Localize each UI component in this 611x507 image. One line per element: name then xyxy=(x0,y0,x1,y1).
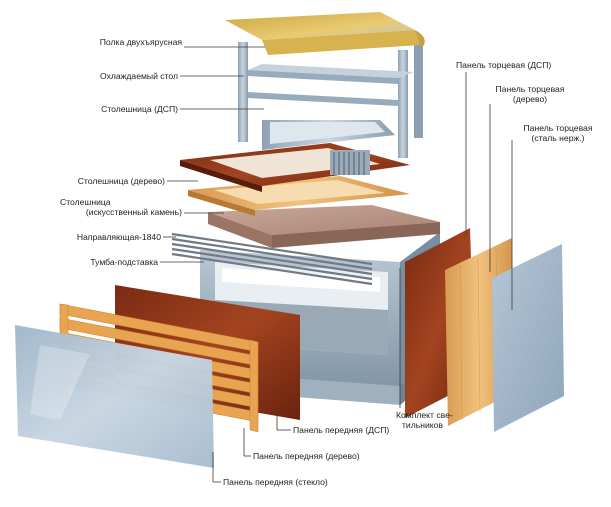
label-top-stone-line1: Столешница xyxy=(60,197,111,207)
label-end-steel-line1: Панель торцевая xyxy=(523,123,593,133)
label-top-wood: Столешница (дерево) xyxy=(77,176,165,186)
glass-shelf xyxy=(225,12,425,55)
shelf-frame xyxy=(238,40,423,158)
label-light-kit: Комплект све- тильников xyxy=(396,410,453,430)
label-shelf: Полка двухъярусная xyxy=(99,37,182,47)
label-top-chipboard: Столешница (ДСП) xyxy=(101,104,178,114)
label-end-steel: Панель торцевая (сталь нерж.) xyxy=(514,123,602,143)
rail-bars xyxy=(171,232,373,286)
label-top-stone: Столешница (искусственный камень) xyxy=(60,197,182,217)
label-end-wood: Панель торцевая (дерево) xyxy=(490,84,570,104)
label-light-kit-line1: Комплект све- xyxy=(396,410,453,420)
label-front-wood: Панель передняя (дерево) xyxy=(253,451,360,461)
leader-lines xyxy=(160,46,513,483)
label-front-chipboard: Панель передняя (ДСП) xyxy=(293,425,390,435)
label-end-wood-line2: (дерево) xyxy=(512,94,548,104)
label-top-stone-line2: (искусственный камень) xyxy=(85,207,182,217)
cooled-table xyxy=(262,120,395,175)
front-panel-glass xyxy=(15,325,214,468)
label-end-chipboard: Панель торцевая (ДСП) xyxy=(456,60,552,70)
label-front-glass: Панель передняя (стекло) xyxy=(223,477,328,487)
label-rail: Направляющая-1840 xyxy=(76,232,161,242)
wood-top xyxy=(188,176,410,216)
stone-top xyxy=(208,205,440,248)
label-cooled-table: Охлаждаемый стол xyxy=(99,71,178,81)
label-end-steel-line2: (сталь нерж.) xyxy=(531,133,585,143)
label-light-kit-line2: тильников xyxy=(402,420,443,430)
end-panel-steel xyxy=(492,244,564,432)
front-panel-glass-reflection xyxy=(30,345,90,420)
label-end-wood-line1: Панель торцевая xyxy=(495,84,565,94)
label-base-cabinet: Тумба-подставка xyxy=(90,257,158,267)
